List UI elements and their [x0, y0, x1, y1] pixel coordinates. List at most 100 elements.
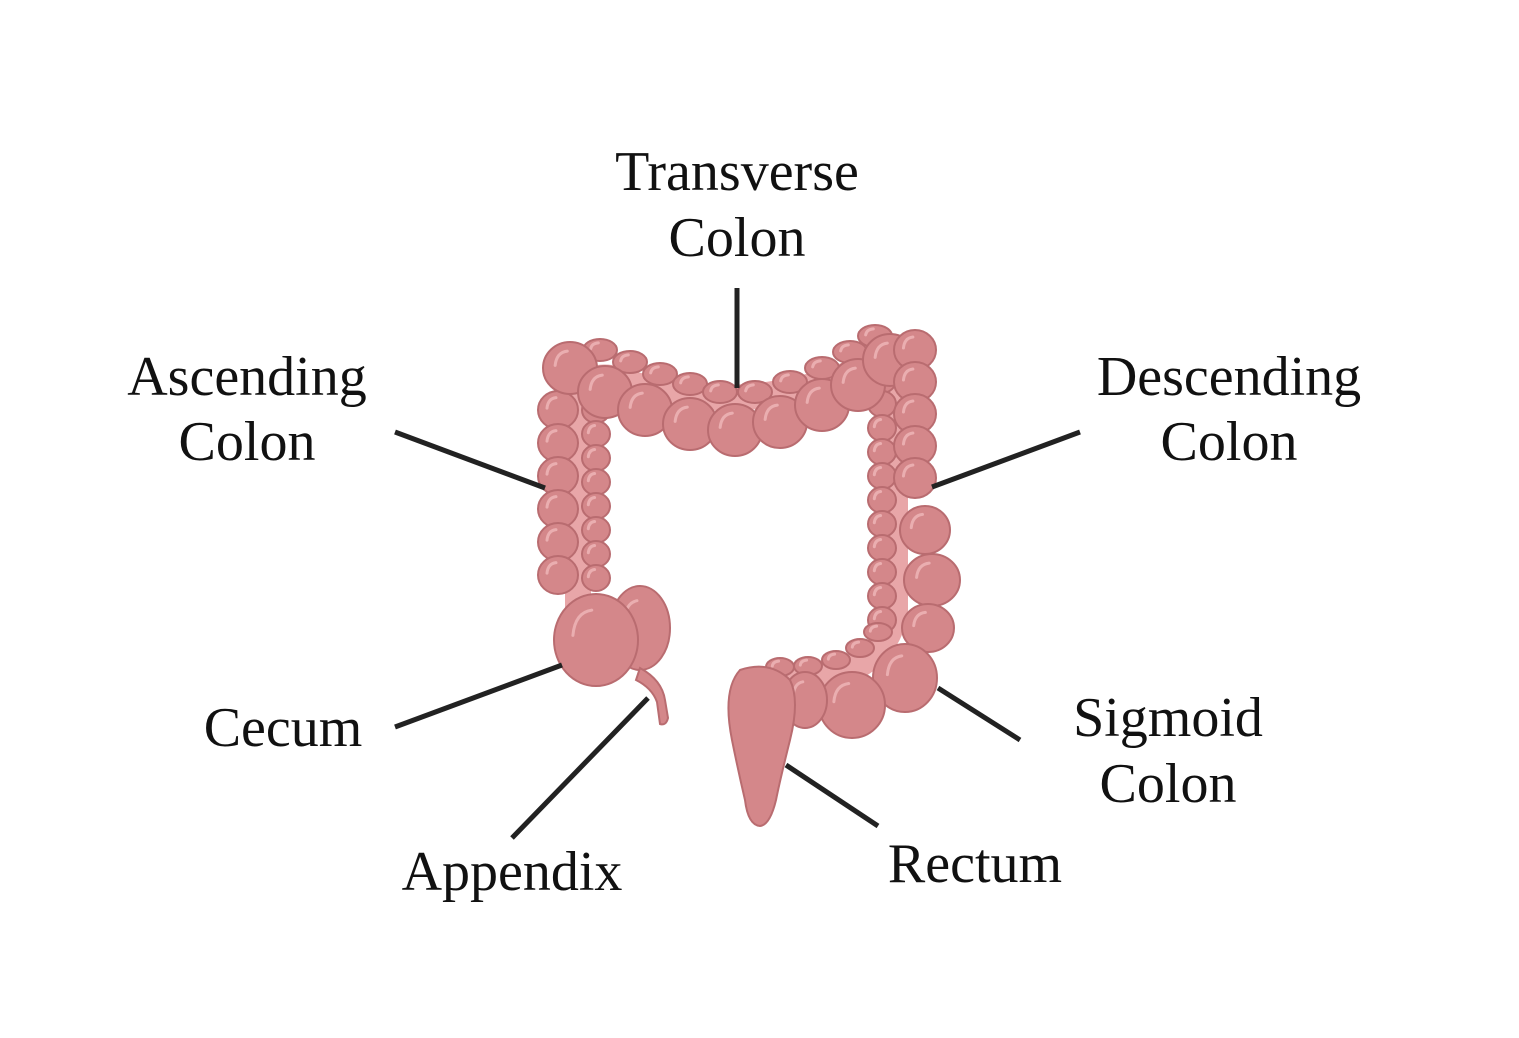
highlight: [763, 403, 779, 421]
highlight: [586, 544, 597, 555]
highlight: [545, 528, 558, 542]
descending-haustrum: [903, 553, 961, 607]
sigmoid-haustrum: [818, 671, 886, 739]
highlight: [679, 375, 690, 385]
highlight: [901, 335, 915, 350]
descending-haustrum: [867, 510, 897, 538]
highlight: [868, 624, 879, 633]
ascending-haustrum: [581, 540, 611, 568]
cecum-pouch: [553, 593, 639, 687]
highlight: [872, 610, 883, 621]
highlight: [872, 442, 883, 453]
ascending-haustrum: [581, 492, 611, 520]
leader-descending: [931, 429, 1081, 490]
highlight: [545, 429, 558, 443]
label-appendix: Appendix: [402, 841, 623, 903]
highlight: [586, 496, 597, 507]
highlight: [873, 341, 889, 359]
highlight: [885, 654, 904, 677]
highlight: [588, 373, 604, 391]
descending-haustrum: [867, 582, 897, 610]
ascending-haustrum: [581, 420, 611, 448]
highlight: [805, 386, 821, 404]
highlight: [872, 418, 883, 429]
descending-haustrum: [867, 534, 897, 562]
label-ascending-2: Colon: [179, 411, 316, 473]
leader-rectum: [784, 762, 880, 829]
ascending-haustrum: [581, 564, 611, 592]
highlight: [770, 659, 781, 668]
highlight: [841, 366, 857, 384]
label-ascending-1: Ascending: [127, 346, 367, 408]
highlight: [901, 399, 915, 414]
highlight: [718, 411, 734, 429]
highlight: [744, 383, 755, 393]
highlight: [619, 353, 630, 363]
ascending-haustrum: [537, 555, 579, 595]
highlight: [586, 568, 597, 579]
transverse-haustrum: [702, 380, 738, 404]
leader-ascending: [394, 429, 546, 491]
highlight: [826, 652, 837, 661]
transverse-haustrum: [642, 362, 678, 386]
ascending-haustrum: [581, 516, 611, 544]
sigmoid-haustrum: [872, 643, 938, 713]
highlight: [901, 463, 915, 478]
label-descending-1: Descending: [1097, 346, 1361, 408]
highlight: [872, 514, 883, 525]
highlight: [872, 562, 883, 573]
highlight: [545, 495, 558, 509]
ascending-haustrum: [581, 468, 611, 496]
highlight: [872, 466, 883, 477]
label-cecum: Cecum: [204, 697, 363, 759]
descending-haustrum: [867, 462, 897, 490]
highlight: [553, 349, 569, 367]
highlight: [901, 431, 915, 446]
highlight: [901, 367, 915, 382]
descending-haustrum: [867, 558, 897, 586]
label-sigmoid-1: Sigmoid: [1073, 687, 1263, 749]
highlight: [545, 462, 558, 476]
appendix: [634, 666, 670, 726]
highlight: [811, 359, 822, 369]
highlight: [589, 341, 600, 351]
highlight: [850, 640, 861, 649]
highlight: [673, 405, 689, 423]
highlight: [545, 561, 558, 575]
label-rectum: Rectum: [888, 833, 1062, 895]
label-transverse-1: Transverse: [615, 141, 859, 203]
leader-sigmoid: [936, 685, 1022, 743]
leader-lines: [394, 288, 1081, 840]
descending-haustrum: [893, 457, 937, 499]
highlight: [872, 490, 883, 501]
highlight: [586, 448, 597, 459]
highlight: [628, 391, 644, 409]
highlight: [839, 343, 850, 353]
highlight: [864, 327, 875, 337]
highlight: [586, 424, 597, 435]
highlight: [586, 520, 597, 531]
label-transverse-2: Colon: [669, 207, 806, 269]
descending-haustrum: [867, 414, 897, 442]
transverse-haustrum: [672, 372, 708, 396]
highlight: [872, 538, 883, 549]
descending-haustrum: [867, 438, 897, 466]
descending-haustrum: [899, 505, 951, 555]
label-descending-2: Colon: [1161, 411, 1298, 473]
highlight: [872, 586, 883, 597]
colon-illustration: [537, 324, 961, 828]
highlight: [912, 610, 927, 628]
highlight: [779, 373, 790, 383]
descending-haustrum: [867, 486, 897, 514]
leader-appendix: [510, 696, 650, 840]
descending-haustrum: [901, 603, 955, 653]
ascending-haustrum: [581, 444, 611, 472]
rectum: [727, 665, 796, 828]
highlight: [832, 682, 851, 704]
leader-cecum: [394, 662, 563, 730]
highlight: [798, 658, 809, 667]
highlight: [571, 608, 594, 637]
highlight: [545, 396, 558, 410]
label-sigmoid-2: Colon: [1100, 753, 1237, 815]
